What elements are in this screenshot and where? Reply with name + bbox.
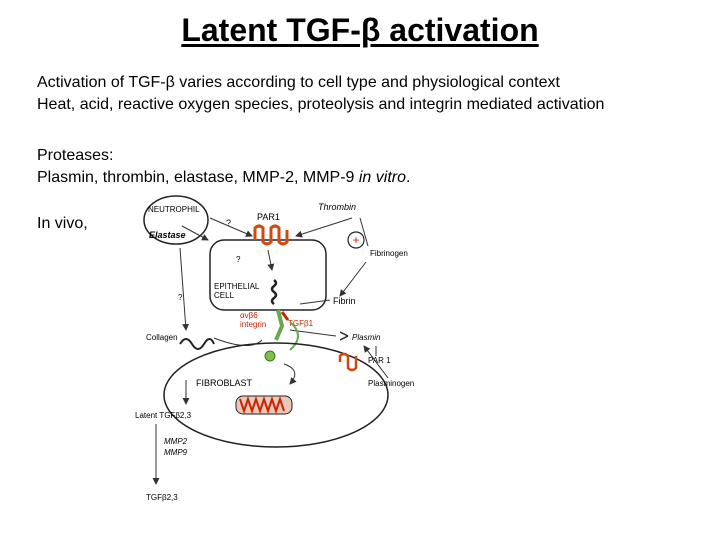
avb6-label: αvβ6 [240, 311, 258, 320]
tgfb23-label: TGFβ2,3 [146, 493, 178, 502]
mechanisms-line: Heat, acid, reactive oxygen species, pro… [37, 96, 605, 113]
activation-curve [289, 321, 299, 351]
question-mark-1: ? [226, 218, 231, 228]
question-mark-3: ? [178, 293, 183, 302]
context-line: Activation of TGF-β varies according to … [37, 74, 560, 91]
par1-bottom-label: PAR 1 [368, 356, 391, 365]
epithelial-cell [209, 239, 327, 311]
neutrophil-cell [143, 195, 209, 245]
plus-circle [347, 231, 365, 249]
collagen-fiber [179, 338, 215, 350]
fibrin-line [299, 299, 331, 305]
fibroblast-cell [163, 342, 389, 448]
plus-sign: + [352, 233, 359, 247]
fibrin-label: Fibrin [333, 296, 356, 306]
thrombin-label: Thrombin [318, 202, 356, 212]
plasminogen-to-plasmin-arrow [363, 345, 389, 379]
tgf-beta-activation-diagram: NEUTROPHIL Elastase ? Thrombin + Fibrino… [135, 195, 414, 502]
par1-receptor-bottom [338, 352, 358, 372]
proteases-list: Plasmin, thrombin, elastase, MMP-2, MMP-… [37, 169, 411, 186]
par1-signal-arrow [267, 249, 275, 271]
fibrinogen-label: Fibrinogen [370, 249, 408, 258]
epithelial-label-1: EPITHELIAL [214, 282, 260, 291]
slide-title: Latent TGF-β activation [181, 12, 539, 48]
thrombin-to-par1-arrow [295, 217, 353, 238]
neutrophil-label: NEUTROPHIL [148, 205, 200, 214]
fibroblast-internal-arrow [283, 363, 297, 385]
plasmin-scissors [339, 331, 349, 341]
fibroblast-label: FIBROBLAST [196, 378, 253, 388]
integrin-anchor [270, 279, 278, 305]
dna-strand [239, 395, 285, 415]
elastase-label: Elastase [149, 230, 186, 240]
par1-top-label: PAR1 [257, 212, 280, 222]
in-vitro-text: in vitro [358, 169, 406, 186]
proteases-heading: Proteases: [37, 147, 114, 164]
receptor-knob [264, 350, 276, 362]
in-vivo-label: In vivo, [37, 215, 88, 232]
mmp2-label: MMP2 [164, 437, 188, 446]
tgfb1-label: TGFβ1 [288, 319, 314, 328]
mmp9-label: MMP9 [164, 448, 188, 457]
neutrophil-to-epithelial-arrow [181, 225, 209, 241]
question-mark-2: ? [236, 255, 241, 264]
tgfb1-bound [280, 311, 290, 321]
plasmin-label: Plasmin [352, 333, 381, 342]
integrin-label: integrin [240, 320, 266, 329]
thrombin-to-fibrinogen-line [359, 217, 369, 247]
collagen-label: Collagen [146, 333, 178, 342]
epithelial-label-2: CELL [214, 291, 235, 300]
elastase-to-par1-arrow [209, 217, 253, 237]
elastase-to-collagen-arrow [179, 247, 190, 331]
fibrinogen-to-fibrin-arrow [339, 261, 367, 297]
plasminogen-label: Plasminogen [368, 379, 414, 388]
par1-receptor-top [253, 224, 289, 246]
latent-tgfb23-label: Latent TGFβ2,3 [135, 411, 192, 420]
integrin-complex [274, 309, 285, 341]
